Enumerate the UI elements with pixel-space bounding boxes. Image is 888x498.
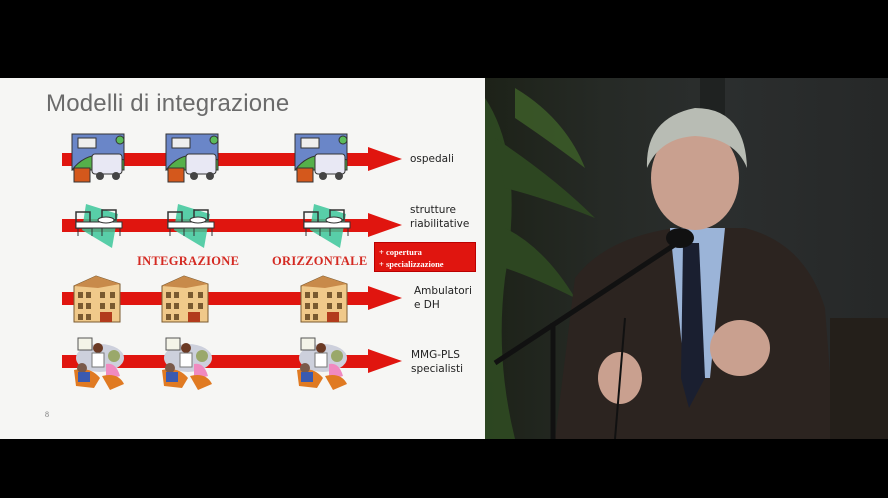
row-label: MMG-PLS specialisti	[411, 349, 464, 375]
hospital-ambulance-icon	[70, 133, 125, 183]
hospital-ambulance-icon	[164, 133, 219, 183]
row-mmg-pls: MMG-PLS specialisti	[0, 336, 485, 396]
hospital-bed-icon	[167, 204, 215, 248]
row-label: strutture riabilitative	[410, 204, 470, 230]
doctor-consultation-icon	[74, 337, 124, 390]
arrow-head-icon	[368, 286, 402, 310]
arrow-head-icon	[368, 213, 402, 237]
integrazione-label: INTEGRAZIONE	[137, 254, 240, 268]
slide-title: Modelli di integrazione	[46, 90, 290, 117]
clinic-building-icon	[73, 275, 121, 323]
video-frame: Modelli di integrazione	[0, 78, 888, 439]
speaker-video	[485, 78, 888, 439]
orizzontale-label: ORIZZONTALE	[272, 254, 368, 268]
page-number: 8	[45, 410, 49, 419]
arrow-shaft	[62, 292, 372, 305]
arrow-shaft	[62, 355, 372, 368]
row-strutture-riabilitative: strutture riabilitative	[0, 200, 485, 260]
hospital-bed-icon	[75, 204, 123, 248]
row-label: ospedali	[410, 153, 454, 165]
arrow-head-icon	[368, 147, 402, 171]
arrow-head-icon	[368, 349, 402, 373]
arrow-shaft	[62, 219, 372, 232]
callout-box: + copertura + specializzazione	[374, 242, 476, 272]
hospital-bed-icon	[303, 204, 351, 248]
clinic-building-icon	[161, 275, 209, 323]
presentation-slide: Modelli di integrazione	[0, 78, 485, 439]
row-label: Ambulatori e DH	[414, 285, 472, 311]
hospital-ambulance-icon	[293, 133, 348, 183]
doctor-consultation-icon	[297, 337, 347, 390]
row-ospedali: ospedali	[0, 130, 485, 190]
clinic-building-icon	[300, 275, 348, 323]
row-ambulatori: Ambulatori e DH	[0, 270, 485, 330]
doctor-consultation-icon	[162, 337, 212, 390]
speaker-image	[485, 78, 888, 439]
